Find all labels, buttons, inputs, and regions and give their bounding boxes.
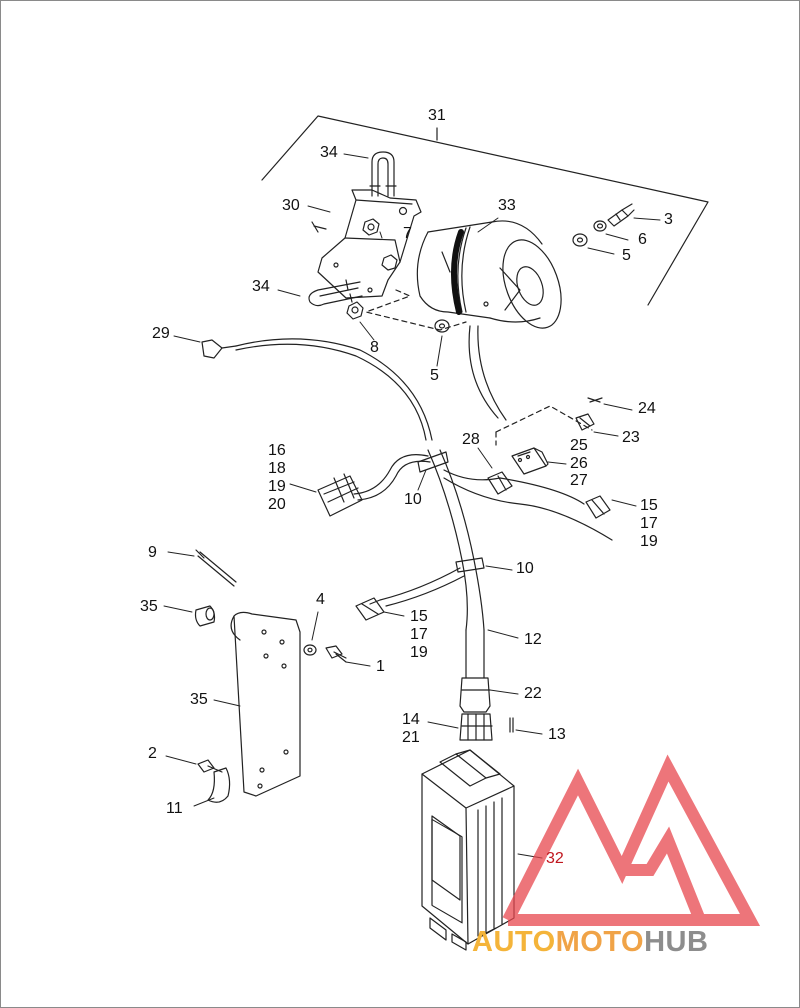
callout-8: 8 [370, 339, 379, 356]
horn-mounting-bracket [311, 189, 422, 299]
callout-27: 27 [570, 472, 588, 489]
control-module-32 [421, 749, 515, 951]
screw-1 [325, 645, 347, 663]
leader-lines [163, 153, 661, 859]
screw-2 [197, 759, 223, 773]
callout-35-top: 35 [140, 598, 158, 615]
watermark-text: AUTOMOTOHUB [472, 926, 709, 958]
callout-17-center: 17 [410, 626, 428, 643]
callout-32: 32 [546, 850, 564, 867]
callout-20: 20 [268, 496, 286, 513]
callout-13: 13 [548, 726, 566, 743]
callout-30: 30 [282, 197, 300, 214]
terminal-24 [587, 397, 603, 403]
callout-34-top: 34 [320, 144, 338, 161]
horn-band [451, 229, 464, 315]
callout-5-lower: 5 [430, 367, 439, 384]
horn-33 [416, 220, 562, 329]
callout-25: 25 [570, 437, 588, 454]
callout-5-right: 5 [622, 247, 631, 264]
callout-4: 4 [316, 591, 325, 608]
clip-11 [207, 767, 231, 803]
assembly-31-bracket-line [261, 115, 709, 306]
nut-7 [362, 218, 398, 271]
callout-6: 6 [638, 231, 647, 248]
callout-19-center: 19 [410, 644, 428, 661]
connector-23 [575, 413, 595, 431]
connector-26 [511, 447, 549, 475]
mounting-plate [230, 611, 301, 797]
callout-29: 29 [152, 325, 170, 342]
connector-28 [487, 471, 513, 495]
washer-4 [303, 644, 317, 656]
cable-clamp [417, 451, 485, 573]
callout-21: 21 [402, 729, 420, 746]
callout-28: 28 [462, 431, 480, 448]
callout-2: 2 [148, 745, 157, 762]
watermark-logo-icon [502, 754, 761, 926]
alignment-lines [365, 289, 593, 446]
callout-19-left: 19 [268, 478, 286, 495]
callout-7: 7 [403, 225, 412, 242]
callout-24: 24 [638, 400, 656, 417]
callout-17-right: 17 [640, 515, 658, 532]
callout-35-plate: 35 [190, 691, 208, 708]
terminal-13 [509, 717, 514, 733]
callout-1: 1 [376, 658, 385, 675]
callout-31: 31 [428, 107, 446, 124]
callout-10-upper: 10 [404, 491, 422, 508]
callout-11: 11 [166, 800, 183, 817]
callout-15-right: 15 [640, 497, 658, 514]
callout-34-bottom: 34 [252, 278, 270, 295]
callout-3: 3 [664, 211, 673, 228]
u-bolt-bottom [308, 279, 363, 307]
callout-19-right: 19 [640, 533, 658, 550]
callout-10-lower: 10 [516, 560, 534, 577]
callout-18: 18 [268, 460, 286, 477]
connector-15-lower [355, 597, 385, 621]
callout-23: 23 [622, 429, 640, 446]
cable-strap-9 [195, 549, 237, 587]
callout-16: 16 [268, 442, 286, 459]
connector-15-upper [585, 495, 611, 519]
u-bolt-top [369, 151, 397, 197]
rubber-bumper [194, 605, 216, 627]
callout-15-center: 15 [410, 608, 428, 625]
bolt-3 [572, 203, 635, 247]
callout-14: 14 [402, 711, 420, 728]
nut-8 [346, 301, 450, 333]
callout-12: 12 [524, 631, 542, 648]
callout-33: 33 [498, 197, 516, 214]
callout-22: 22 [524, 685, 542, 702]
wiring-harness [201, 338, 613, 741]
callout-9: 9 [148, 544, 157, 561]
callout-26: 26 [570, 455, 588, 472]
